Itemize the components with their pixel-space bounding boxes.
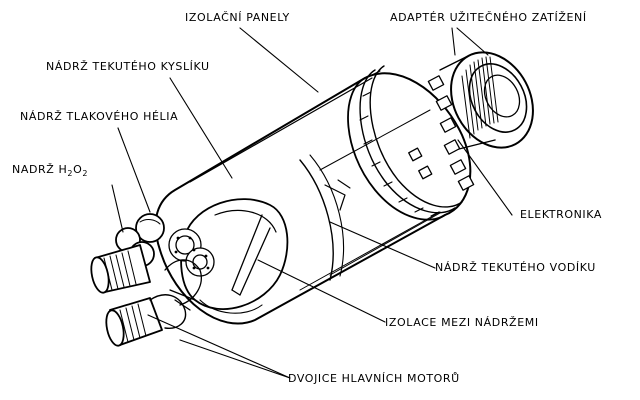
main-engine-upper <box>90 244 151 294</box>
leader-lines <box>111 27 513 379</box>
label-electronics: ELEKTRONIKA <box>520 208 603 221</box>
payload-adapter <box>408 51 534 191</box>
label-helium-tank: NÁDRŽ TLAKOVÉHO HÉLIA <box>20 110 179 123</box>
label-main-engines: DVOJICE HLAVNÍCH MOTORŮ <box>288 372 460 385</box>
label-insulation-panels: IZOLAČNÍ PANELY <box>185 11 290 24</box>
engine-plumbing <box>164 228 215 311</box>
lox-tank <box>180 198 289 314</box>
label-payload-adapter: ADAPTÉR UŽITEČNÉHO ZATÍŽENÍ <box>390 11 587 24</box>
label-lh2-tank: NÁDRŽ TEKUTÉHO VODÍKU <box>435 261 596 274</box>
helium-tank <box>135 213 165 243</box>
label-h2o2-tank: NADRŽ H2O2 <box>12 163 89 179</box>
main-engine-lower <box>105 294 187 347</box>
label-intertank-insulation: IZOLACE MEZI NÁDRŽEMI <box>385 316 539 329</box>
label-lox-tank: NÁDRŽ TEKUTÉHO KYSLÍKU <box>46 60 210 73</box>
